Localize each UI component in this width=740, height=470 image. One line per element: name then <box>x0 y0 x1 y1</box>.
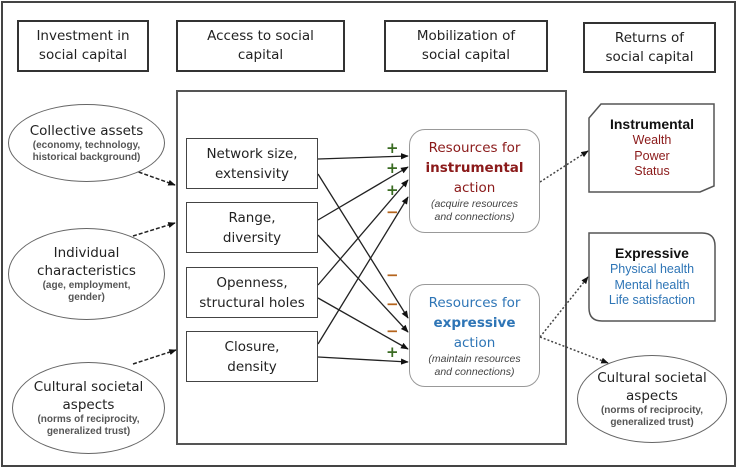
ellipse-individual-characteristics: Individual characteristics (age, employm… <box>8 228 165 320</box>
header-investment-line2: social capital <box>38 47 128 63</box>
arrow-range-to-expressive <box>317 234 409 333</box>
cultural-left-sub-1: (norms of reciprocity, <box>37 414 140 425</box>
header-returns-line2: social capital <box>605 48 694 65</box>
sign-instrumental-4: − <box>386 203 399 221</box>
sign-expressive-3: − <box>386 322 399 340</box>
res-instrumental-sub1: (acquire resources <box>431 198 518 210</box>
header-mobilization-line2: social capital <box>421 47 511 63</box>
individual-sub-1: (age, employment, <box>42 280 131 291</box>
res-instrumental-line3: action <box>453 180 496 196</box>
header-mobilization: Mobilization of social capital <box>384 20 548 72</box>
access-closure: Closure, density <box>186 331 318 382</box>
arrow-individual-to-access <box>132 222 176 237</box>
individual-sub-2: gender) <box>68 292 105 303</box>
sign-instrumental-3: + <box>386 181 399 199</box>
header-investment-line1: Investment in <box>36 28 130 44</box>
closure-line1: Closure, <box>224 338 280 355</box>
access-container <box>176 90 567 445</box>
collective-assets-sub-2: historical background) <box>32 152 141 163</box>
closure-line2: density <box>227 358 277 375</box>
header-access-line2: capital <box>237 47 284 63</box>
openness-line2: structural holes <box>199 294 305 311</box>
cultural-right-sub-2: generalized trust) <box>610 417 694 428</box>
arrow-collective-to-access <box>132 169 176 186</box>
arrow-closure-to-expressive <box>317 356 409 365</box>
returns-expressive-item: Life satisfaction <box>608 293 696 308</box>
sign-expressive-4: + <box>386 343 399 361</box>
returns-expressive-item: Mental health <box>614 277 690 292</box>
returns-expressive-shape <box>588 232 716 322</box>
ellipse-cultural-societal-left: Cultural societal aspects (norms of reci… <box>12 362 165 454</box>
sign-instrumental-2: + <box>386 159 399 177</box>
returns-instrumental-title: Instrumental <box>609 116 694 133</box>
sign-expressive-1: − <box>386 266 399 284</box>
returns-expressive: Expressive Physical health Mental health… <box>589 233 715 321</box>
individual-title-1: Individual <box>53 245 120 261</box>
access-network-size: Network size, extensivity <box>186 138 318 189</box>
cultural-left-title-1: Cultural societal <box>33 379 144 395</box>
header-returns-line1: Returns of <box>614 29 685 46</box>
res-expressive-bold: expressive <box>433 314 516 331</box>
collective-assets-sub-1: (economy, technology, <box>32 140 141 151</box>
res-expressive-sub1: (maintain resources <box>428 352 521 365</box>
returns-expressive-title: Expressive <box>615 245 689 262</box>
returns-instrumental-shape <box>588 103 715 193</box>
network-size-line2: extensivity <box>214 165 290 182</box>
res-expressive-line1: Resources for <box>428 294 521 311</box>
network-size-line1: Network size, <box>206 145 298 162</box>
arrow-openness-to-instrumental <box>317 179 409 286</box>
header-access: Access to social capital <box>176 20 345 72</box>
range-line1: Range, <box>228 209 276 226</box>
res-instrumental-bold: instrumental <box>425 160 524 176</box>
collective-assets-title: Collective assets <box>29 123 144 139</box>
res-instrumental-sub2: and connections) <box>434 211 515 223</box>
access-range: Range, diversity <box>186 202 318 253</box>
access-openness: Openness, structural holes <box>186 267 318 318</box>
cultural-right-title-2: aspects <box>626 388 678 404</box>
returns-instrumental: Instrumental Wealth Power Status <box>589 104 715 192</box>
ellipse-cultural-societal-right: Cultural societal aspects (norms of reci… <box>577 355 727 443</box>
resources-instrumental: Resources for instrumental action (acqui… <box>409 129 540 233</box>
arrow-expressive-to-cultural <box>539 336 609 364</box>
returns-instrumental-item: Status <box>634 164 670 179</box>
returns-instrumental-item: Power <box>634 148 670 163</box>
sign-expressive-2: − <box>386 295 399 313</box>
sign-instrumental-1: + <box>386 139 399 157</box>
header-access-line1: Access to social <box>207 28 314 44</box>
cultural-left-sub-2: generalized trust) <box>46 426 131 437</box>
range-line2: diversity <box>222 229 282 246</box>
returns-expressive-item: Physical health <box>609 262 695 277</box>
cultural-left-title-2: aspects <box>62 397 115 413</box>
arrow-network-to-instrumental <box>317 153 409 160</box>
arrow-expressive-to-returns <box>539 276 589 338</box>
arrow-openness-to-expressive <box>317 297 409 350</box>
openness-line1: Openness, <box>216 274 288 291</box>
header-mobilization-line1: Mobilization of <box>416 28 516 44</box>
res-expressive-line3: action <box>453 334 496 351</box>
ellipse-collective-assets: Collective assets (economy, technology, … <box>8 104 165 182</box>
arrow-range-to-instrumental <box>317 166 409 221</box>
arrow-instrumental-to-returns <box>539 150 589 183</box>
header-investment: Investment in social capital <box>17 20 149 72</box>
arrow-cultural-to-access <box>132 349 177 365</box>
returns-instrumental-item: Wealth <box>632 133 672 148</box>
cultural-right-title-1: Cultural societal <box>597 370 707 386</box>
cultural-right-sub-1: (norms of reciprocity, <box>600 405 704 416</box>
arrow-closure-to-instrumental <box>317 196 409 345</box>
header-returns: Returns of social capital <box>583 22 716 73</box>
individual-title-2: characteristics <box>37 263 136 279</box>
res-instrumental-line1: Resources for <box>428 140 521 156</box>
resources-expressive: Resources for expressive action (maintai… <box>409 284 540 387</box>
arrow-network-to-expressive <box>317 173 409 319</box>
res-expressive-sub2: and connections) <box>434 365 515 378</box>
